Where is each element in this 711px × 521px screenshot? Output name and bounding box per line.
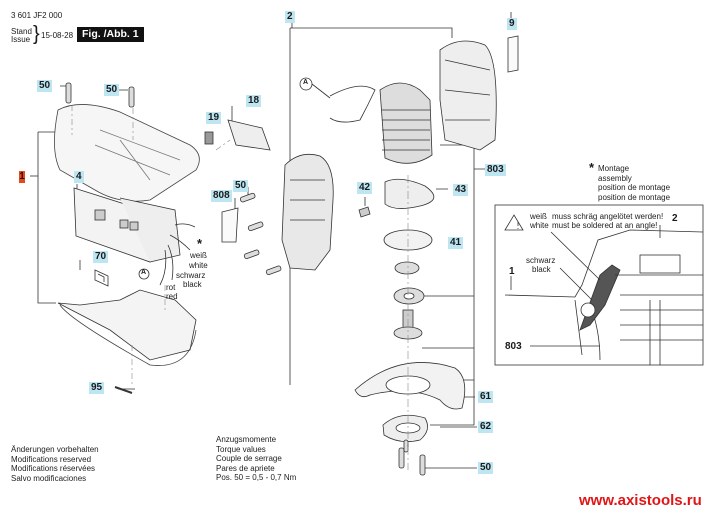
callout-50-d: 50	[478, 462, 494, 474]
torque-line: Pos. 50 = 0,5 - 0,7 Nm	[216, 473, 297, 482]
housing-shell-2	[439, 40, 497, 151]
assembly-note-line: assembly	[598, 173, 632, 183]
field-coil	[379, 82, 433, 164]
assembly-note-line: position de montage	[598, 192, 671, 202]
callout-808: 808	[211, 190, 232, 202]
sticker-808	[221, 207, 239, 243]
issue-label: Issue	[11, 35, 31, 44]
rubber-ring	[394, 261, 420, 275]
plate-9	[507, 35, 519, 73]
callout-42: 42	[357, 182, 373, 194]
callout-41: 41	[448, 237, 464, 249]
bracket-43	[384, 178, 435, 209]
modifications-note: Änderungen vorbehalten Modifications res…	[11, 445, 99, 483]
assembly-note: Montage assembly position de montage pos…	[598, 164, 670, 202]
callout-9: 9	[507, 18, 517, 30]
wire-white-en: white	[189, 261, 208, 270]
callout-2: 2	[285, 11, 295, 23]
detail-black-en: black	[532, 265, 551, 274]
wire-red-de: rot	[166, 283, 176, 292]
connector-a-label-left: A	[141, 269, 147, 276]
label-plate-95	[114, 386, 133, 394]
part-number: 3 601 JF2 000	[11, 11, 63, 20]
torque-line: Torque values	[216, 444, 266, 454]
wire-red-en: red	[166, 292, 178, 301]
screw-50-b	[128, 86, 135, 108]
callout-62: 62	[478, 421, 494, 433]
detail-ref-803: 803	[505, 341, 522, 352]
detail-ref-1: 1	[509, 266, 515, 277]
callout-4: 4	[74, 171, 84, 183]
switch-part-18	[227, 119, 271, 151]
callout-95: 95	[89, 382, 105, 394]
torque-line: Couple de serrage	[216, 454, 282, 463]
callout-50-b: 50	[104, 84, 120, 96]
star-wire: *	[197, 236, 203, 251]
detail-warning-de: muss schräg angelötet werden!	[552, 212, 664, 221]
callout-1: 1	[19, 171, 25, 183]
housing-bottom	[57, 289, 197, 361]
leader-line-803	[430, 144, 485, 426]
clip-70	[94, 269, 109, 287]
issue-date: 15-08-28	[41, 31, 74, 40]
brace: }	[33, 23, 40, 45]
star-assembly: *	[589, 160, 595, 175]
detail-warning-en: must be soldered at an angle!	[552, 221, 658, 230]
detail-ref-2: 2	[672, 213, 678, 224]
callout-43: 43	[453, 184, 469, 196]
figure-label: Fig. /Abb. 1	[77, 27, 144, 42]
modifications-line: Modifications reserved	[11, 454, 92, 464]
detail-black-de: schwarz	[526, 256, 556, 265]
callout-50-c: 50	[233, 180, 249, 192]
torque-line: Anzugsmomente	[216, 435, 277, 444]
assembly-note-line: position de montage	[598, 183, 671, 192]
modifications-line: Salvo modificaciones	[11, 473, 87, 483]
motor-housing-front	[281, 153, 334, 271]
callout-803: 803	[485, 164, 506, 176]
spring-19	[204, 131, 214, 145]
detail-white-en: white	[530, 221, 549, 230]
callout-19: 19	[206, 112, 222, 124]
part-42	[358, 206, 371, 218]
modifications-line: Änderungen vorbehalten	[11, 445, 99, 454]
detail-white-de: weiß	[530, 212, 547, 221]
housing-cover-top	[54, 104, 200, 202]
stand-label: Stand	[11, 27, 32, 36]
cable-a	[311, 83, 376, 123]
connector-a-circle-left	[138, 268, 150, 280]
callout-18: 18	[246, 95, 262, 107]
callout-61: 61	[478, 391, 494, 403]
wire-black-de: schwarz	[176, 271, 206, 280]
leader-line-1	[37, 131, 56, 304]
modifications-line: Modifications réservées	[11, 464, 96, 473]
callout-50-a: 50	[37, 80, 53, 92]
wire-black-en: black	[183, 280, 202, 289]
callout-70: 70	[93, 251, 109, 263]
watermark-url[interactable]: www.axistools.ru	[579, 492, 702, 509]
torque-note: Anzugsmomente Torque values Couple de se…	[216, 435, 296, 483]
warning-icon	[504, 214, 524, 231]
wire-white-de: weiß	[190, 251, 207, 260]
connector-a-label-right: A	[303, 79, 309, 86]
torque-line: Pares de apriete	[216, 463, 275, 473]
screw-50-a	[65, 82, 72, 104]
assembly-note-line: Montage	[598, 164, 630, 173]
